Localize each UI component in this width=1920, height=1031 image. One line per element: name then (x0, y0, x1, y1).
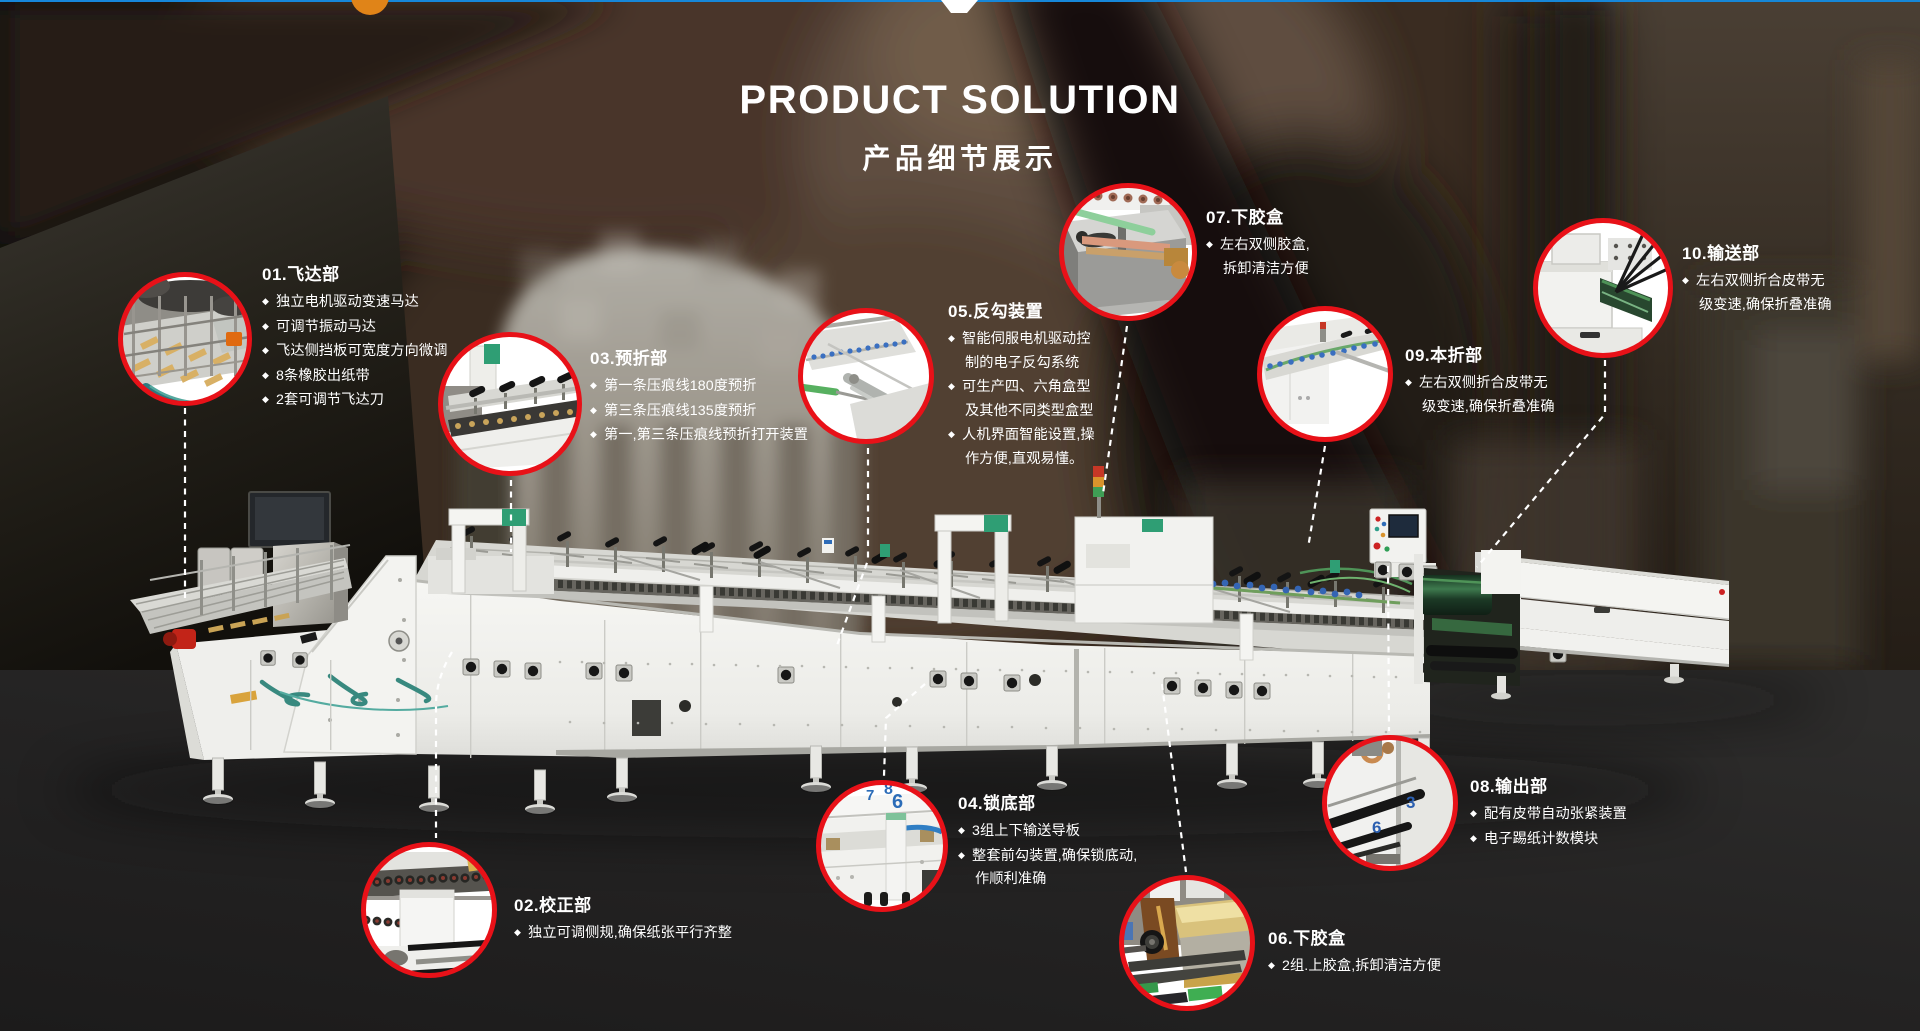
svg-text:3: 3 (1406, 793, 1415, 812)
svg-text:7: 7 (866, 787, 874, 804)
svg-text:6: 6 (1372, 818, 1381, 837)
svg-text:8: 8 (884, 781, 893, 798)
svg-text:6: 6 (892, 791, 903, 813)
